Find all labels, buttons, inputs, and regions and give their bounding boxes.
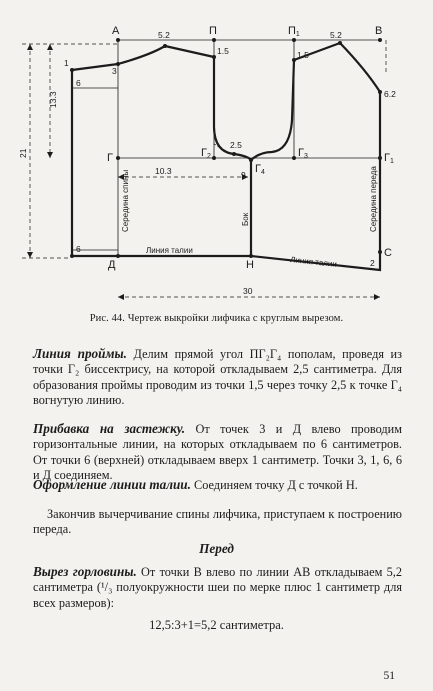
section-title-front: Перед <box>199 541 234 556</box>
front-armhole <box>250 59 296 161</box>
point-2: 2 <box>370 258 375 268</box>
mark-1-5-back: 1.5 <box>217 46 229 56</box>
label-P1: П1 <box>288 25 300 38</box>
text-waistline: Соединяем точку Д с точкой Н. <box>190 478 358 492</box>
fastener-contour <box>70 62 119 258</box>
text-neckline: От точки В влево по линии АВ откладываем… <box>33 565 402 610</box>
label-waist-front: Линия талии <box>290 255 337 269</box>
mark-2-5: 2.5 <box>230 140 242 150</box>
formula: 12,5:3+1=5,2 сантиметра. <box>149 618 284 632</box>
label-G1: Г1 <box>384 152 394 165</box>
page-number: 51 <box>383 670 396 682</box>
heading-neckline: Вырез горловины. <box>33 564 137 579</box>
label-A: А <box>112 25 120 37</box>
label-side: Бок <box>241 212 250 226</box>
paragraph-waistline: Оформление линии талии. Соединяем точку … <box>33 477 402 493</box>
mark-6-2: 6.2 <box>384 89 396 99</box>
heading-waistline: Оформление линии талии. <box>33 477 191 492</box>
mark-5-2-back: 5.2 <box>158 30 170 40</box>
label-B: В <box>375 25 382 37</box>
mark-13-3: 13.3 <box>48 91 58 108</box>
mark-1-5-front: 1.5 <box>297 50 309 60</box>
point-6-upper: 6 <box>76 78 81 88</box>
point-1: 1 <box>64 58 69 68</box>
label-center-front: Середина переда <box>369 166 378 232</box>
label-waist-back: Линия талии <box>146 246 193 255</box>
point-3: 3 <box>112 66 117 76</box>
label-center-back: Середина спины <box>121 170 130 232</box>
label-G3: Г3 <box>298 147 308 160</box>
label-D: Д <box>108 259 116 271</box>
text-armhole: Делим прямой угол ПГ₂Г₄ пополам, проведя… <box>33 347 402 408</box>
front-waist <box>250 252 382 272</box>
mark-10-3: 10.3 <box>155 166 172 176</box>
mark-30: 30 <box>243 286 253 296</box>
label-N: Н <box>246 259 254 271</box>
back-neckline <box>117 45 166 66</box>
label-G2: Г2 <box>201 147 211 160</box>
paragraph-armhole: Линия проймы. Делим прямой угол ПГ₂Г₄ по… <box>33 346 402 409</box>
point-6-lower: 6 <box>76 244 81 254</box>
pattern-drawing: А П П1 В Г Г1 Г2 Г3 Г4 Д Н С 1 3 6 6 9 2… <box>18 25 396 300</box>
mark-5-2-front: 5.2 <box>330 30 342 40</box>
figure-caption: Рис. 44. Чертеж выкройки лифчика с кругл… <box>89 313 344 324</box>
label-P: П <box>209 25 217 37</box>
text-fastener: От точек 3 и Д влево проводим горизонтал… <box>33 422 402 483</box>
heading-armhole: Линия проймы. <box>33 346 127 361</box>
front-neckline <box>339 42 381 93</box>
point-9: 9 <box>241 170 246 180</box>
front-shoulder <box>293 41 341 62</box>
paragraph-neckline: Вырез горловины. От точки В влево по лин… <box>33 564 402 611</box>
paragraph-transition: Закончив вычерчивание спины лифчика, при… <box>33 507 402 537</box>
heading-fastener: Прибавка на застежку. <box>33 421 186 436</box>
label-G: Г <box>107 152 113 164</box>
mark-21: 21 <box>18 148 28 158</box>
back-shoulder <box>164 44 215 59</box>
label-C: С <box>384 247 392 259</box>
label-G4: Г4 <box>255 163 265 176</box>
paragraph-fastener: Прибавка на застежку. От точек 3 и Д вле… <box>33 421 402 484</box>
